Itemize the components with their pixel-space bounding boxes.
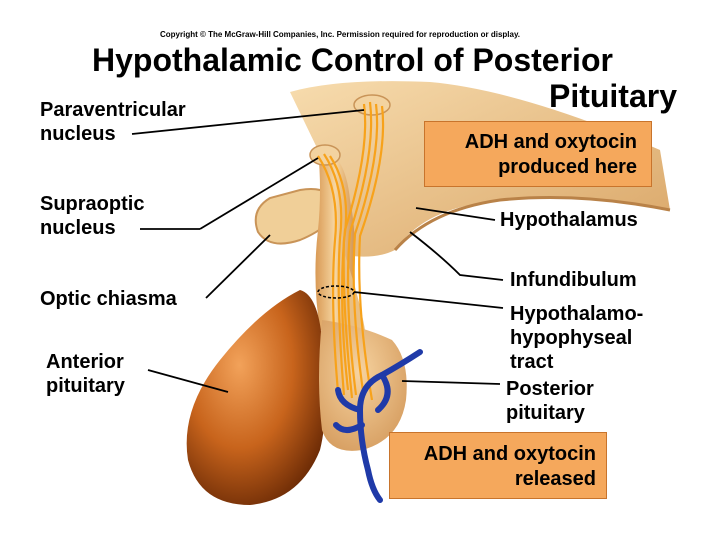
- label-infundibulum: Infundibulum: [510, 269, 637, 291]
- callout-produced-line-1: ADH and oxytocin: [464, 131, 637, 153]
- label-anterior-pituitary-line-2: pituitary: [46, 375, 125, 397]
- label-paraventricular-line-2: nucleus: [40, 123, 116, 145]
- label-posterior-pituitary-line-2: pituitary: [506, 402, 585, 424]
- blood-vessels: [333, 349, 423, 503]
- label-tract-line-2: hypophyseal: [510, 327, 633, 349]
- callout-released-line-1: ADH and oxytocin: [423, 443, 596, 465]
- page-title-line-2: Pituitary: [548, 78, 677, 114]
- callout-produced-here: ADH and oxytocin produced here: [424, 121, 652, 187]
- label-supraoptic-line-2: nucleus: [40, 217, 116, 239]
- page-title-line-1: Hypothalamic Control of Posterior: [92, 42, 613, 78]
- anterior-pituitary-shape: [186, 290, 326, 505]
- label-supraoptic-line-1: Supraoptic: [40, 193, 145, 215]
- neuron-fibers: [317, 101, 385, 401]
- paraventricular-nucleus-shape: [353, 94, 391, 116]
- label-tract-line-3: tract: [510, 351, 554, 373]
- hypothalamus-edge: [393, 196, 671, 251]
- callout-produced-line-2: produced here: [498, 156, 637, 178]
- label-tract-line-1: Hypothalamo-: [510, 303, 644, 325]
- label-hypothalamus: Hypothalamus: [500, 209, 638, 231]
- label-anterior-pituitary-line-1: Anterior: [46, 351, 124, 373]
- copyright-notice: Copyright © The McGraw-Hill Companies, I…: [160, 30, 521, 39]
- label-paraventricular-line-1: Paraventricular: [40, 99, 186, 121]
- label-optic-chiasma: Optic chiasma: [40, 288, 177, 310]
- leader-lines: [131, 109, 504, 393]
- label-posterior-pituitary-line-1: Posterior: [506, 378, 594, 400]
- callout-released-line-2: released: [514, 468, 596, 490]
- callout-released: ADH and oxytocin released: [389, 432, 607, 499]
